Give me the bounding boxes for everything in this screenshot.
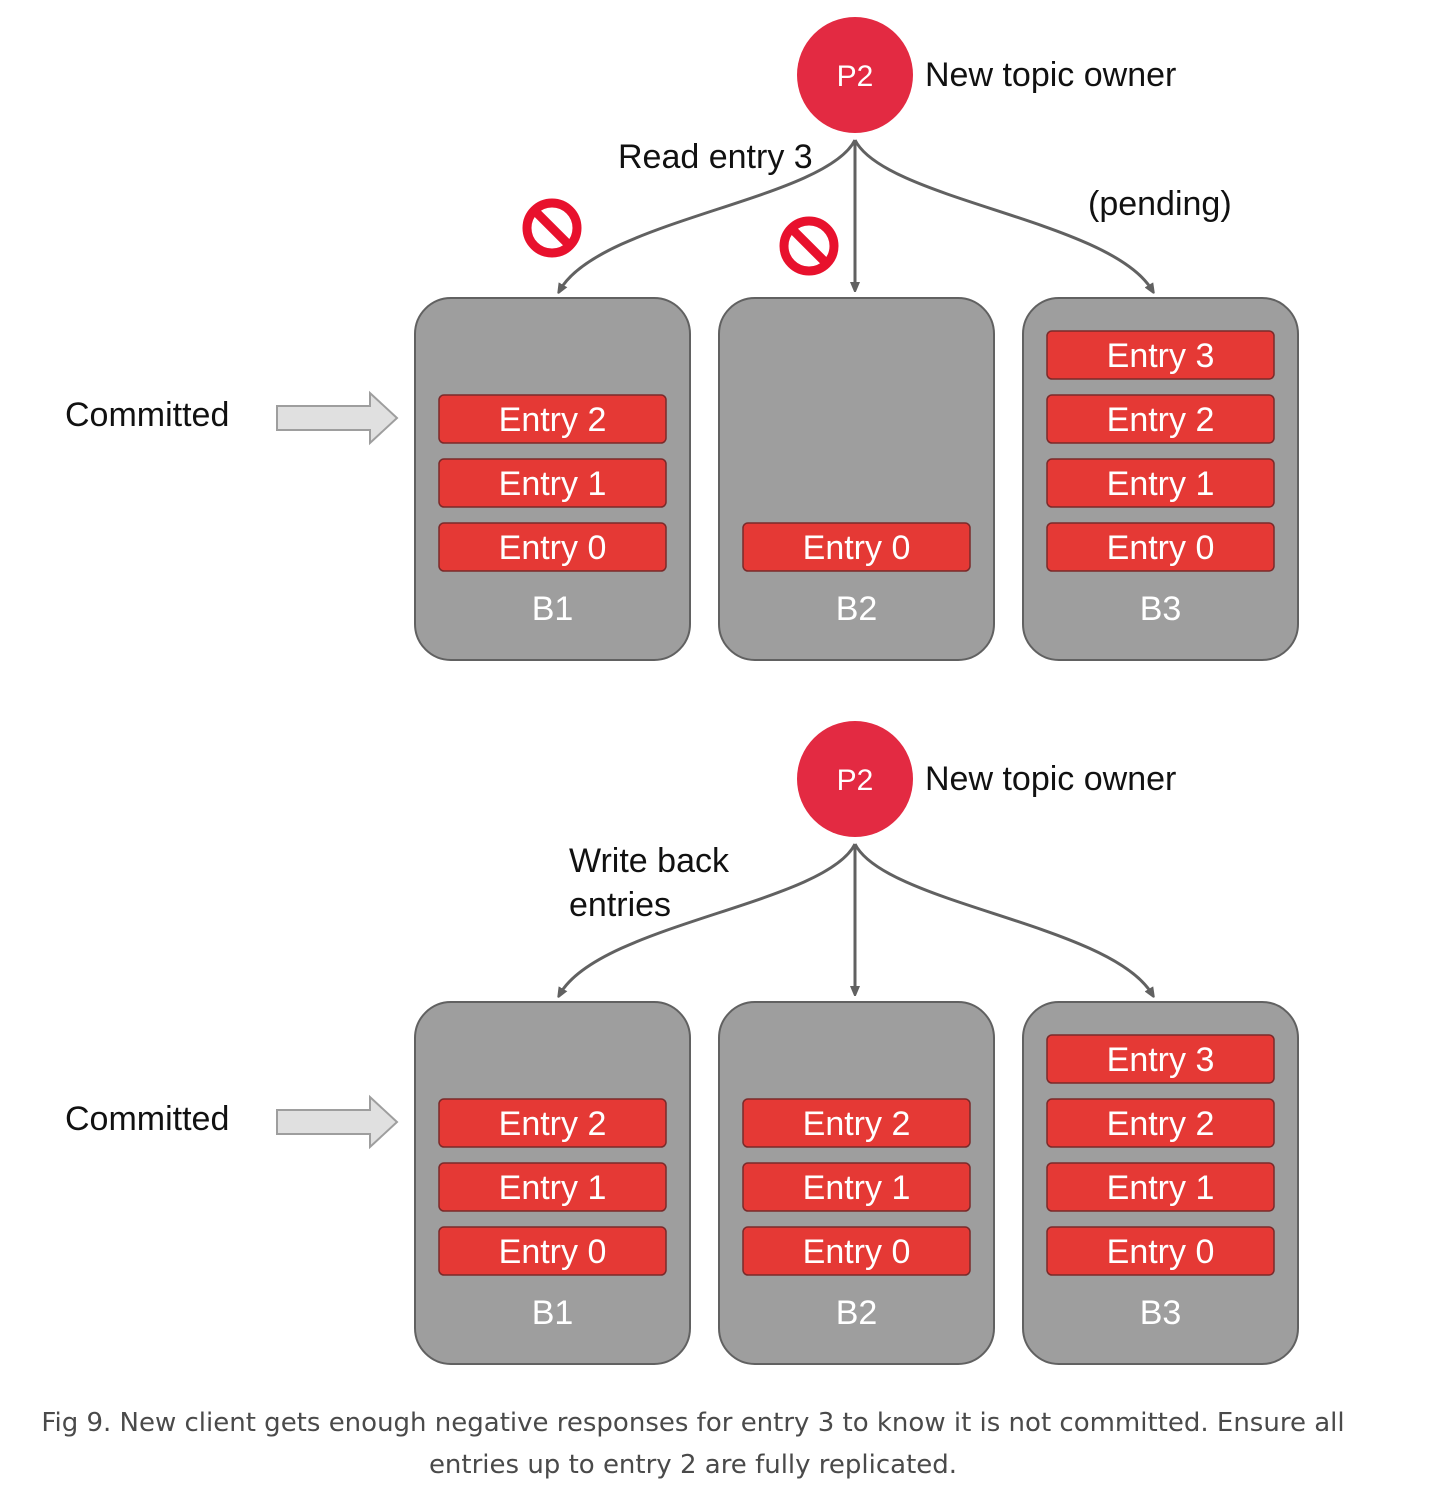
log-entry: Entry 0 [438,1226,667,1276]
broker-b2: B2 Entry 0 [718,297,995,661]
log-entry: Entry 0 [742,522,971,572]
entry-label: Entry 2 [1107,401,1215,439]
log-entry: Entry 3 [1046,1034,1275,1084]
no-entry-icon [522,198,582,258]
broker-label: B2 [836,590,878,628]
figure-caption: Fig 9. New client gets enough negative r… [41,1408,1345,1480]
action-label-line: entries [569,886,671,924]
log-entry: Entry 2 [742,1098,971,1148]
entry-box [742,1098,971,1148]
action-label-line: Write back [569,842,730,880]
entry-box [1046,330,1275,380]
entry-label: Entry 3 [1107,337,1215,375]
entry-box [438,1162,667,1212]
committed-arrow-icon [276,1094,399,1150]
arrow-to-b1 [560,139,857,290]
log-entry: Entry 1 [438,458,667,508]
owner-label: New topic owner [925,760,1176,798]
entry-label: Entry 2 [803,1105,911,1143]
committed-label: Committed [65,1100,229,1138]
entry-box [742,1162,971,1212]
broker-label: B2 [836,1294,878,1332]
log-entry: Entry 1 [1046,1162,1275,1212]
entry-label: Entry 1 [499,465,607,503]
broker-b3: B3 Entry 3 Entry 2 Entry 1 Entry 0 [1022,297,1299,661]
owner-node-label: P2 [837,60,874,93]
broker-label: B3 [1140,1294,1182,1332]
log-entry: Entry 2 [438,1098,667,1148]
entry-label: Entry 2 [499,1105,607,1143]
broker-label: B3 [1140,590,1182,628]
committed-label: Committed [65,396,229,434]
entry-box [1046,458,1275,508]
entry-box [438,394,667,444]
broker-label: B1 [532,590,574,628]
entry-box [438,1098,667,1148]
entry-label: Entry 1 [1107,1169,1215,1207]
arrow-to-b3 [853,843,1152,994]
arrow-to-b1 [560,843,857,994]
log-entry: Entry 1 [438,1162,667,1212]
entry-box [438,1226,667,1276]
log-entry: Entry 0 [1046,522,1275,572]
log-entry: Entry 2 [1046,1098,1275,1148]
entry-label: Entry 0 [1107,529,1215,567]
entry-label: Entry 2 [1107,1105,1215,1143]
broker-b1: B1 Entry 2 Entry 1 Entry 0 [414,297,691,661]
log-entry: Entry 0 [1046,1226,1275,1276]
entry-box [438,458,667,508]
log-entry: Entry 2 [438,394,667,444]
entry-box [1046,1098,1275,1148]
entry-label: Entry 0 [499,1233,607,1271]
log-entry: Entry 1 [1046,458,1275,508]
entry-label: Entry 0 [499,529,607,567]
log-entry: Entry 3 [1046,330,1275,380]
entry-label: Entry 0 [803,529,911,567]
broker-b3: B3 Entry 3 Entry 2 Entry 1 Entry 0 [1022,1001,1299,1365]
log-entry: Entry 1 [742,1162,971,1212]
entry-box [1046,1226,1275,1276]
entry-label: Entry 0 [803,1233,911,1271]
entry-label: Entry 3 [1107,1041,1215,1079]
entry-box [438,522,667,572]
entry-label: Entry 1 [499,1169,607,1207]
no-entry-icon [779,216,839,276]
committed-arrow-icon [276,390,399,446]
entry-box [1046,394,1275,444]
owner-label: New topic owner [925,56,1176,94]
entry-label: Entry 0 [1107,1233,1215,1271]
entry-label: Entry 1 [803,1169,911,1207]
log-entry: Entry 0 [438,522,667,572]
entry-box [1046,522,1275,572]
entry-box [1046,1162,1275,1212]
entry-box [1046,1034,1275,1084]
owner-node [797,721,913,837]
entry-box [742,522,971,572]
action-label: Read entry 3 [618,138,813,176]
arrow-to-b3 [853,139,1152,290]
entry-label: Entry 1 [1107,465,1215,503]
owner-node-label: P2 [837,764,874,797]
broker-b1: B1 Entry 2 Entry 1 Entry 0 [414,1001,691,1365]
broker-label: B1 [532,1294,574,1332]
broker-b2: B2 Entry 2 Entry 1 Entry 0 [718,1001,995,1365]
entry-label: Entry 2 [499,401,607,439]
owner-node [797,17,913,133]
pending-label: (pending) [1088,185,1232,223]
log-entry: Entry 0 [742,1226,971,1276]
log-entry: Entry 2 [1046,394,1275,444]
entry-box [742,1226,971,1276]
